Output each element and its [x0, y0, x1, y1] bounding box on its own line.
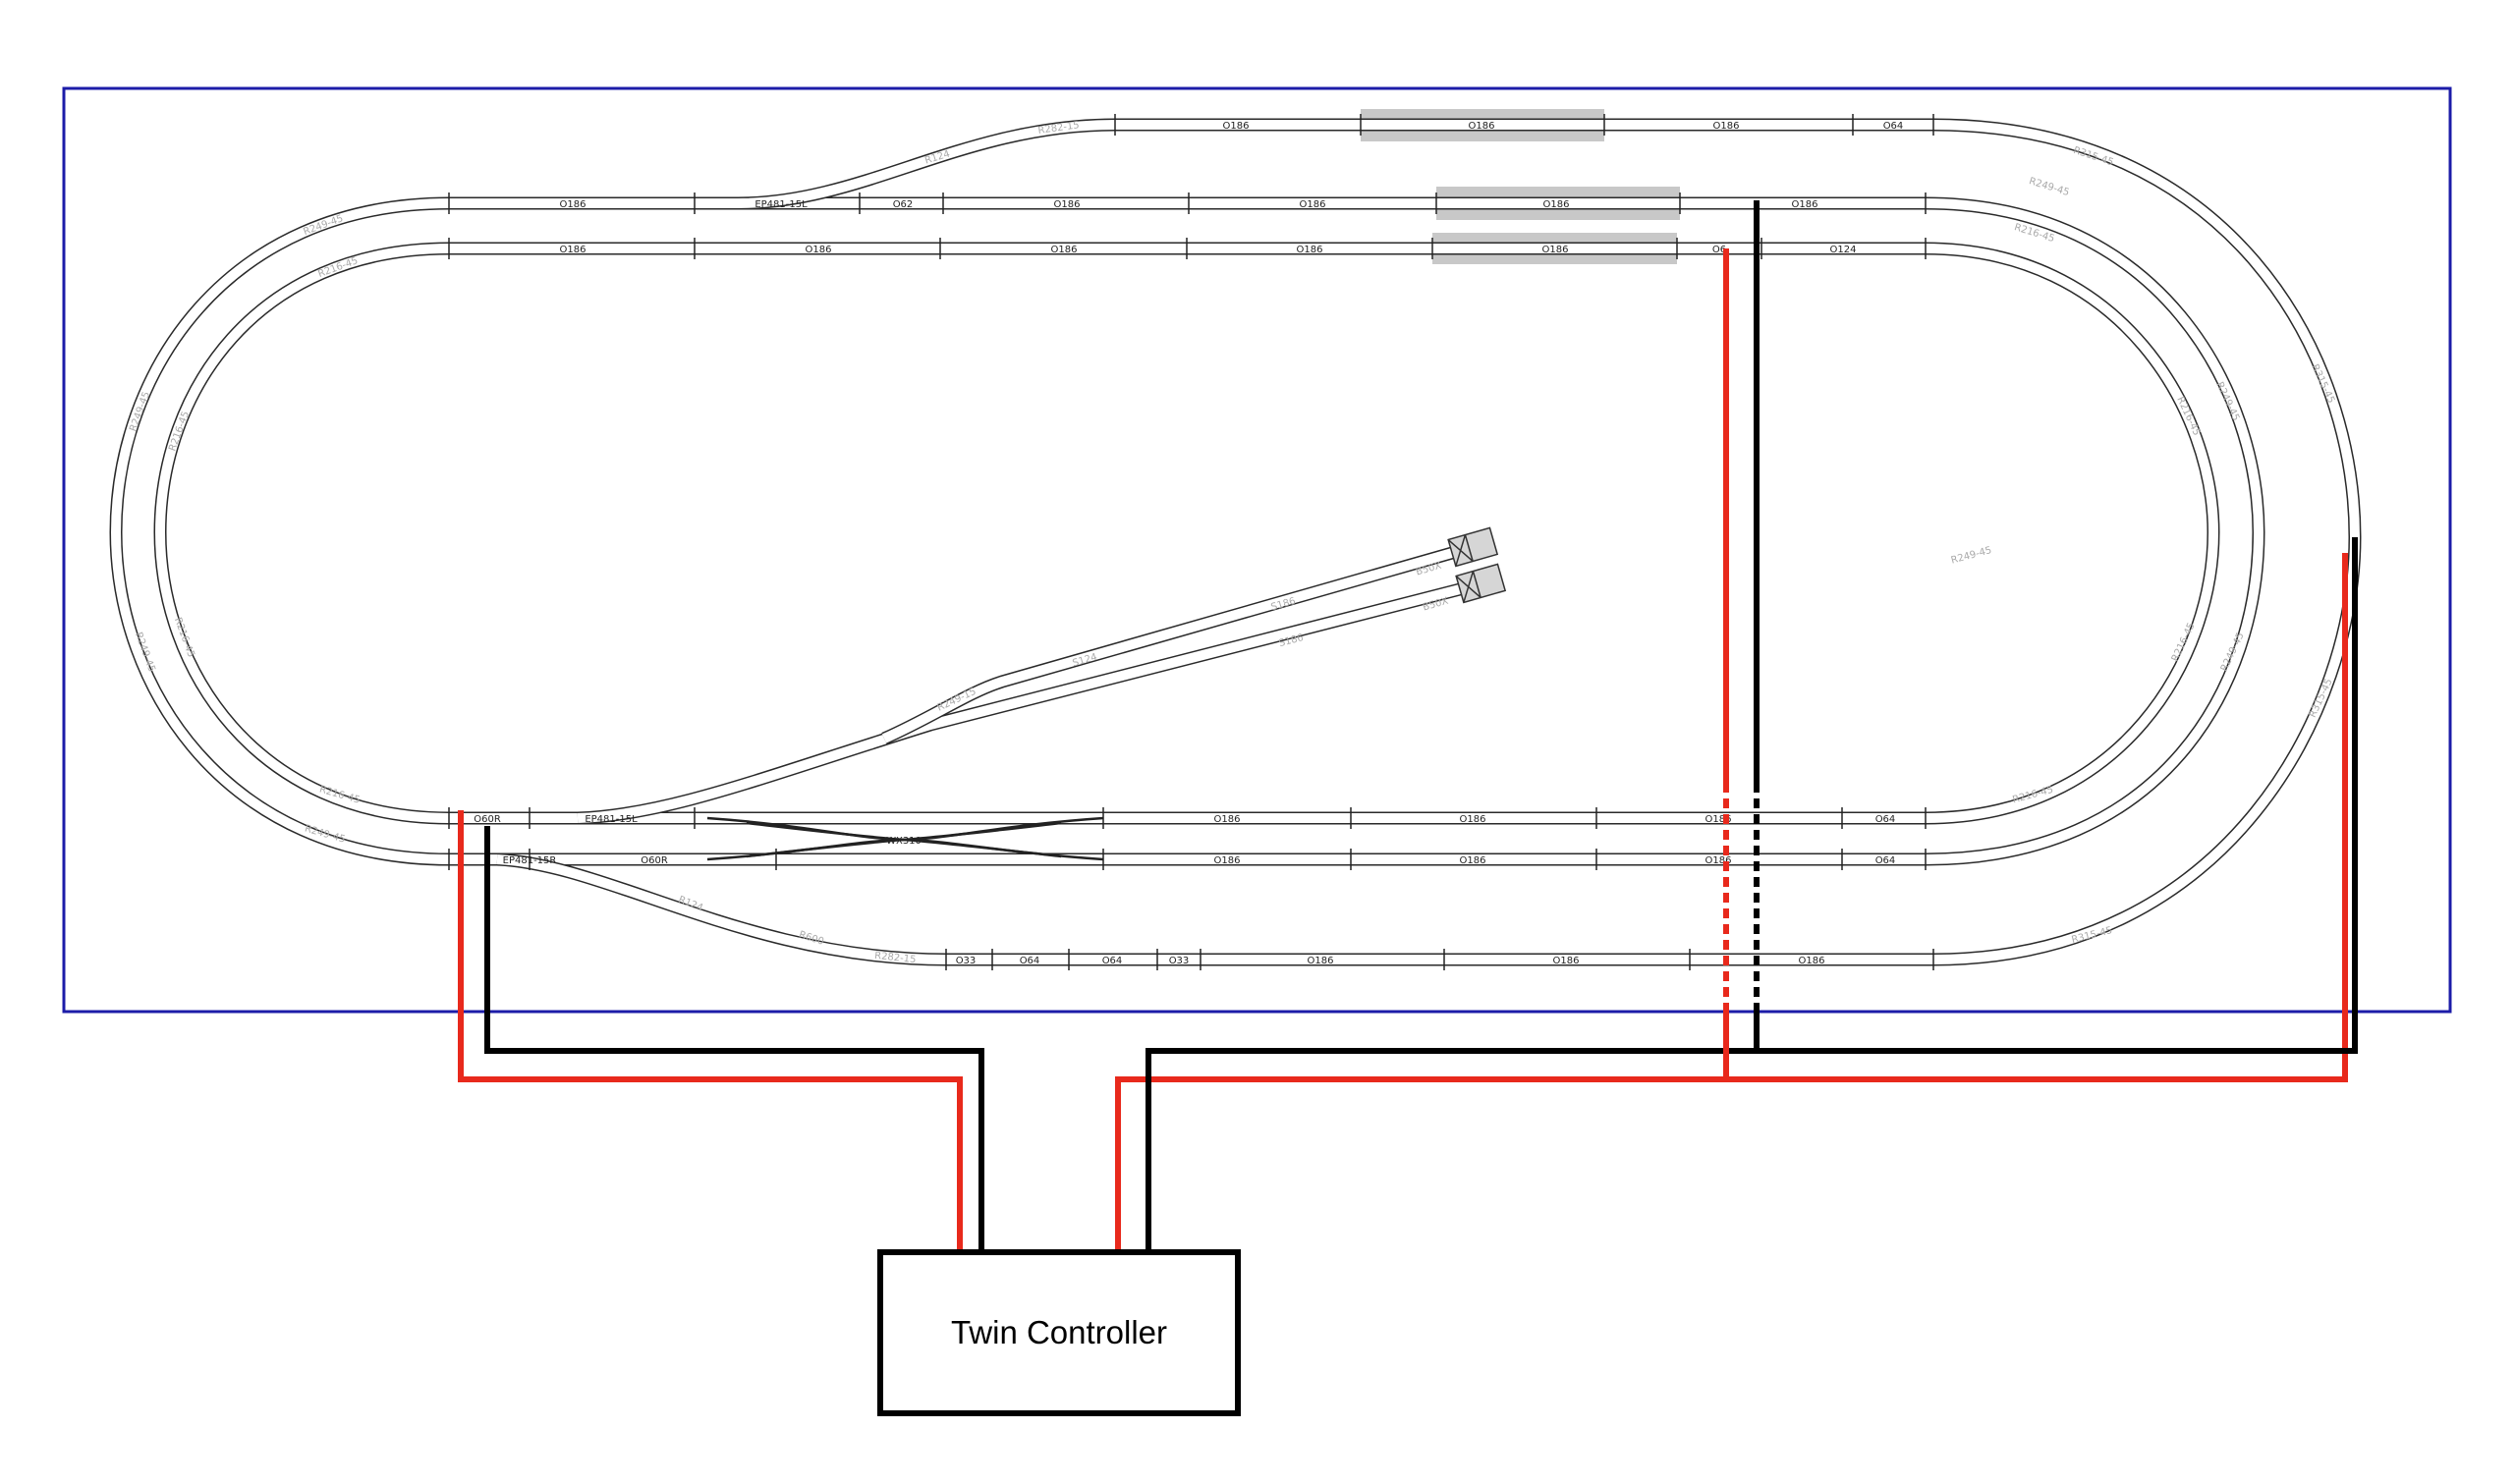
buffer-stop-icon	[1447, 526, 1499, 568]
track-label: O186	[560, 199, 587, 210]
track-label: R249-45	[2028, 176, 2071, 198]
wire-positive-right	[1115, 553, 2348, 1249]
track-label: O186	[1542, 245, 1569, 255]
track-label: O6	[1712, 245, 1726, 255]
track-label: R249-45	[1950, 545, 1993, 567]
track-inner-loop	[109, 196, 2265, 866]
track-label: O186	[1460, 814, 1486, 825]
track-innermost-loop	[153, 242, 2220, 825]
track-label: O186	[560, 245, 587, 255]
track-label: O186	[1300, 199, 1326, 210]
track-label: R249-45	[302, 213, 345, 238]
track-label: R282-15	[874, 951, 917, 965]
crossover-label: WX310	[886, 836, 922, 847]
track-siding	[577, 546, 1462, 825]
track-label: O60R	[474, 814, 501, 825]
track-label: O186	[1469, 121, 1495, 132]
track-label: O33	[1169, 956, 1190, 966]
wire-positive-left	[458, 810, 963, 1249]
track-label: O64	[1020, 956, 1040, 966]
track-label: O33	[956, 956, 977, 966]
track-label: O64	[1875, 814, 1896, 825]
track-label: O62	[893, 199, 914, 210]
track-label: O186	[1705, 855, 1732, 866]
track-label: O186	[1543, 199, 1570, 210]
wire-negative-left	[484, 826, 984, 1249]
buffer-stop-icon	[1455, 563, 1507, 604]
platforms	[1361, 109, 1680, 264]
track-label: O186	[1553, 956, 1580, 966]
buffer-stops	[1447, 526, 1507, 604]
track-label: O186	[806, 245, 832, 255]
track-label: O64	[1102, 956, 1123, 966]
track-label: O186	[1705, 814, 1732, 825]
track-label: EP481-15L	[585, 814, 638, 825]
track-label: EP481-15L	[754, 199, 808, 210]
track-label: O186	[1713, 121, 1740, 132]
track-label: O60R	[641, 855, 668, 866]
track-label: O186	[1214, 855, 1241, 866]
baseboard-outline	[62, 86, 2452, 1014]
crossover	[706, 816, 1104, 861]
track-joints	[448, 114, 1934, 970]
track-label: O64	[1875, 855, 1896, 866]
track-label: O64	[1883, 121, 1904, 132]
wire-negative-right	[1146, 537, 2358, 1249]
track-label: EP481-15R	[503, 855, 557, 866]
track-label: O186	[1223, 121, 1250, 132]
track-label: R216-45	[316, 255, 360, 280]
track-label: O186	[1297, 245, 1323, 255]
track-label: O124	[1830, 245, 1857, 255]
track-label: O186	[1051, 245, 1078, 255]
wiring	[458, 200, 2358, 1249]
track-label: O186	[1799, 956, 1825, 966]
track-label: O186	[1792, 199, 1818, 210]
track-label: O186	[1460, 855, 1486, 866]
track-label: O186	[1214, 814, 1241, 825]
track-label: O186	[1308, 956, 1334, 966]
track-label: O186	[1054, 199, 1081, 210]
twin-controller: Twin Controller	[877, 1249, 1241, 1416]
controller-label: Twin Controller	[950, 1314, 1168, 1350]
